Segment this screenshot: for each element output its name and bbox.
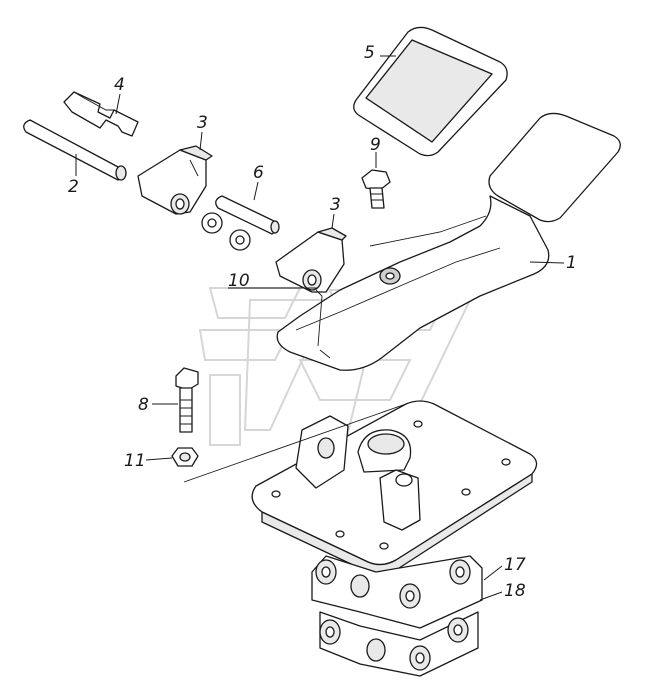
bolt-part-8	[175, 367, 199, 433]
callout-10: 10	[228, 271, 250, 291]
callout-18: 18	[504, 581, 526, 601]
leader-lines	[75, 55, 565, 601]
assembly-lines	[183, 289, 407, 483]
washers-part-10	[201, 212, 251, 251]
pin-part-6	[215, 195, 280, 235]
lever-part-3-lower	[275, 227, 347, 293]
callout-3-lower: 3	[330, 195, 341, 215]
callout-2: 2	[68, 177, 79, 197]
pedal-lever-part-1	[276, 112, 621, 371]
brake-valve-body	[311, 555, 483, 677]
callout-1: 1	[566, 253, 577, 273]
nut-part-11	[171, 447, 199, 467]
callout-9: 9	[370, 135, 381, 155]
callout-3-upper: 3	[197, 113, 208, 133]
clip-part-4	[63, 91, 139, 137]
callout-4: 4	[114, 75, 125, 95]
callout-5: 5	[364, 43, 375, 63]
pin-part-2	[23, 119, 127, 181]
callout-8: 8	[138, 395, 149, 415]
callout-11: 11	[124, 451, 146, 471]
callout-6: 6	[253, 163, 264, 183]
hinge-bracket	[295, 415, 421, 531]
lever-part-3-upper	[137, 145, 213, 215]
bolt-part-9	[361, 169, 391, 209]
pedal-pad-part-5	[353, 26, 508, 157]
callout-17: 17	[504, 555, 526, 575]
